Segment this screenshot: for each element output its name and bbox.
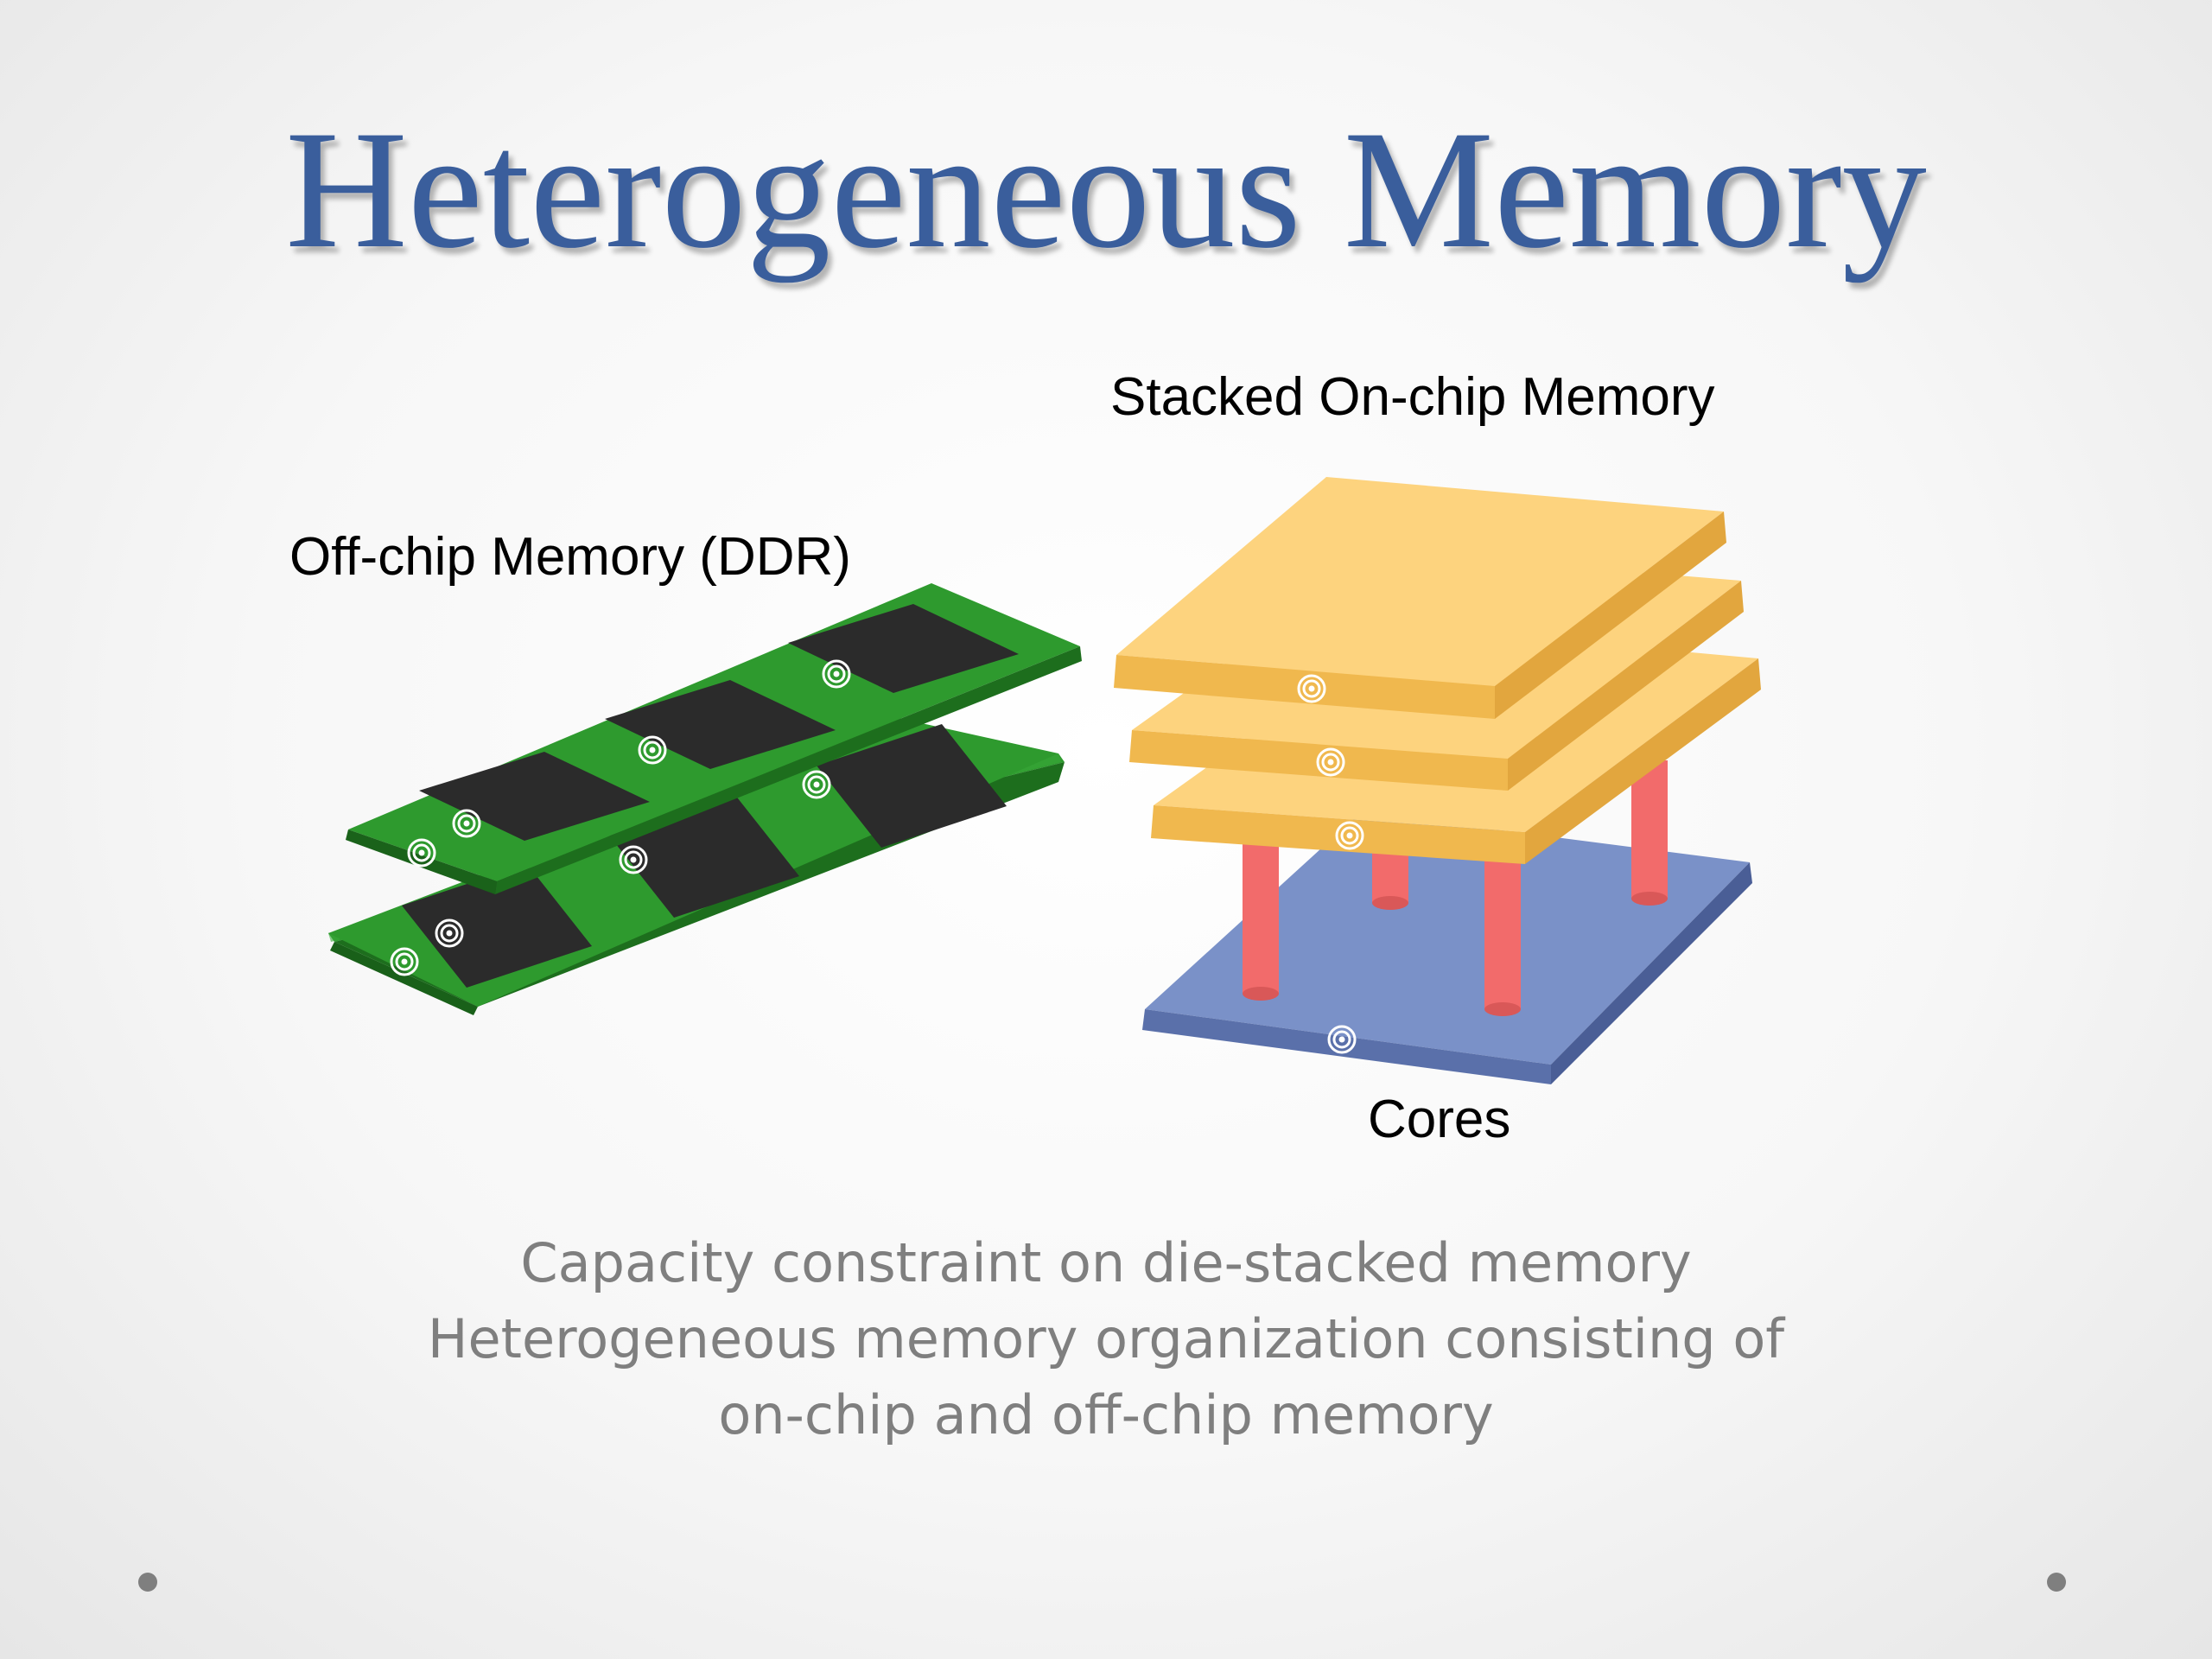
spiral-icon [452,809,481,838]
dram-chip [419,752,650,841]
cores-die [1142,812,1752,1084]
spiral-icon [822,659,851,689]
dram-chip [605,680,836,769]
cores-label: Cores [1368,1090,1511,1149]
ddr-module-upper [346,583,1082,894]
corner-dot-left [138,1573,157,1592]
spiral-icon [390,947,419,976]
slide-title: Heterogeneous Memory [285,96,1927,283]
body-line: Heterogeneous memory organization consis… [427,1307,1785,1370]
offchip-memory-label: Off-chip Memory (DDR) [289,527,851,587]
spiral-icon [1297,674,1326,703]
spiral-icon [619,845,648,874]
stacked-memory-label: Stacked On-chip Memory [1110,367,1715,427]
spiral-icon [1316,747,1345,777]
body-line: Capacity constraint on die-stacked memor… [520,1231,1692,1294]
tsv-pillars [1243,760,1668,1016]
corner-dot-right [2047,1573,2066,1592]
dram-chip [788,604,1019,693]
spiral-icon [407,838,436,868]
spiral-icon [1335,821,1364,850]
dram-chip [817,724,1007,848]
spiral-icon [1327,1025,1357,1054]
spiral-icon [638,735,667,765]
body-line: on-chip and off-chip memory [718,1383,1494,1446]
spiral-icon [802,770,831,799]
spiral-icon [435,918,464,948]
body-text: Capacity constraint on die-stacked memor… [0,1225,2212,1453]
dram-chip [402,864,592,988]
stack-layer-1 [1114,477,1726,719]
